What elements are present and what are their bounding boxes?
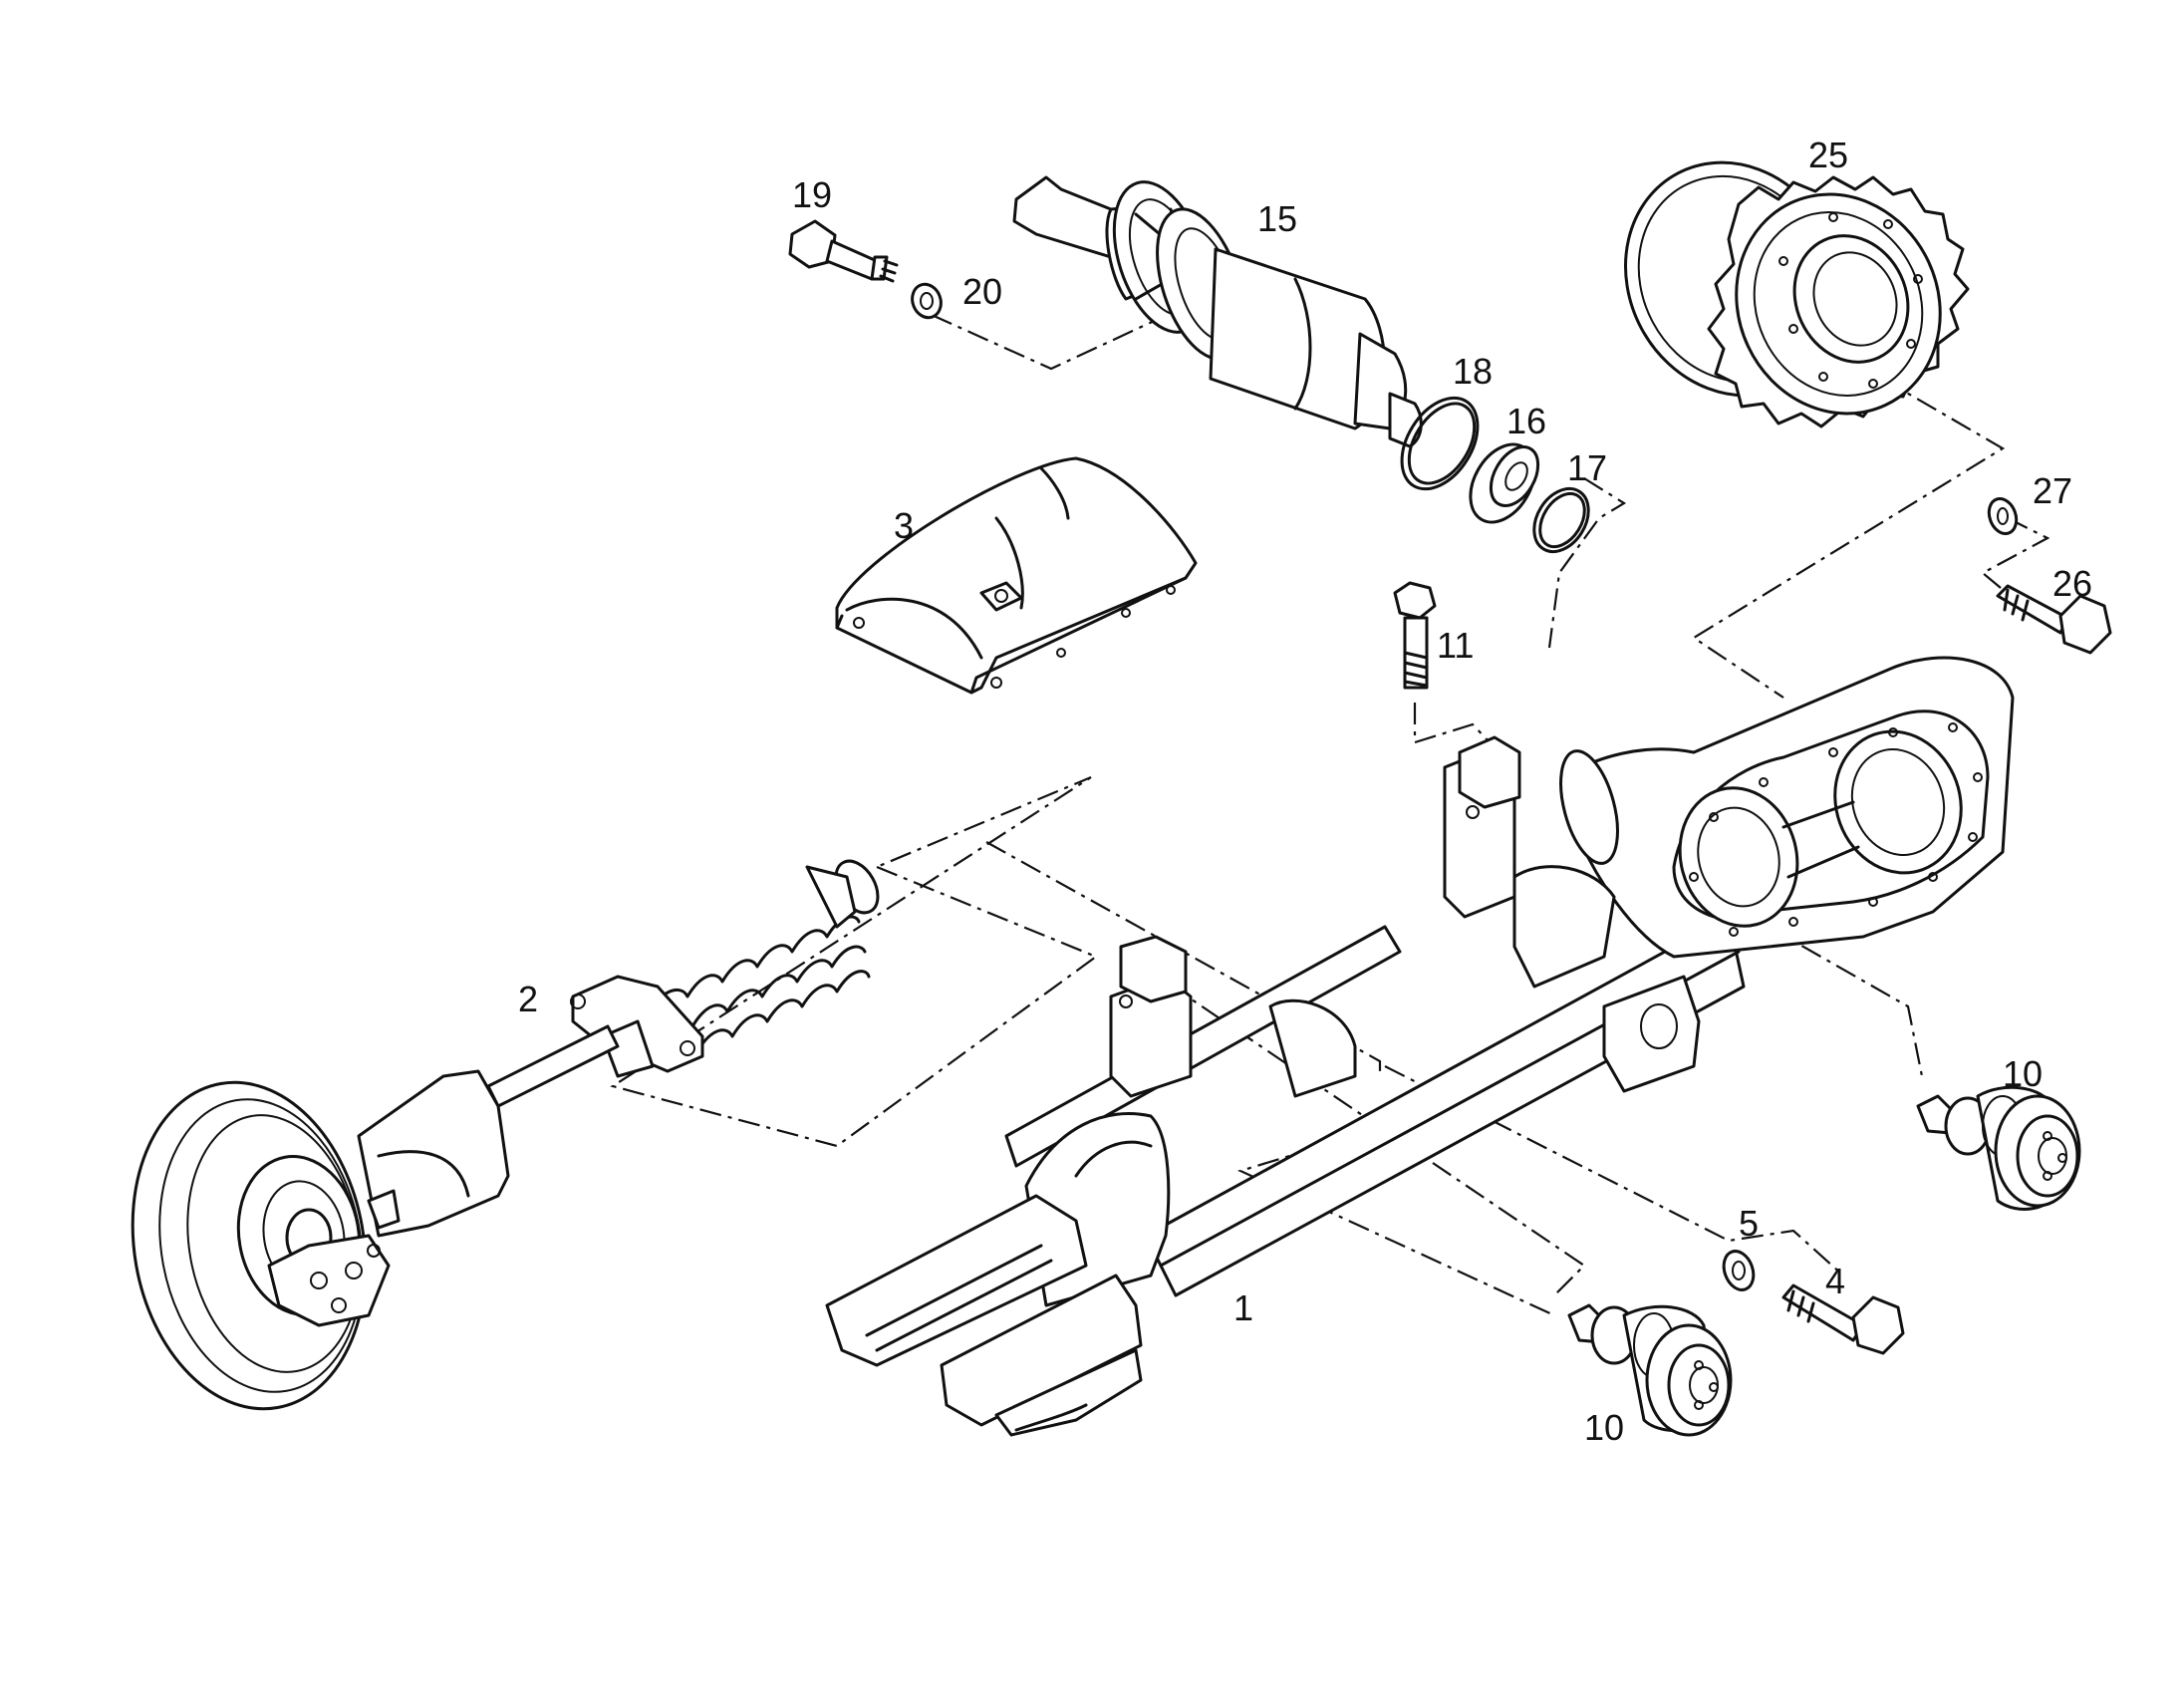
- cover-plate-3: 3: [835, 456, 1198, 695]
- o-ring-17: 17: [1532, 447, 1607, 554]
- final-drive-shaft-15: 15: [1012, 175, 1423, 448]
- label-15: 15: [1257, 198, 1297, 239]
- label-2: 2: [518, 979, 538, 1019]
- idler-recoil-assembly-2: 2: [131, 859, 880, 1411]
- track-roller-10-left: 10: [1567, 1303, 1733, 1448]
- bolt-19: 19: [788, 174, 899, 283]
- label-20: 20: [962, 271, 1002, 312]
- label-4: 4: [1825, 1261, 1845, 1301]
- washer-20: 20: [911, 271, 1002, 320]
- track-roller-10-right: 10: [1916, 1053, 2081, 1211]
- label-27: 27: [2033, 470, 2072, 511]
- label-26: 26: [2052, 563, 2092, 604]
- washer-27: 27: [1987, 470, 2072, 535]
- washer-5: 5: [1722, 1203, 1759, 1291]
- label-25: 25: [1808, 135, 1848, 175]
- bolt-4: 4: [1781, 1261, 1905, 1355]
- sprocket-25: 25: [1624, 135, 1970, 428]
- track-frame-1: 1: [825, 656, 2015, 1437]
- o-ring-18: 18: [1400, 351, 1493, 491]
- label-5: 5: [1739, 1203, 1759, 1244]
- label-17: 17: [1567, 447, 1607, 488]
- seal-16: 16: [1469, 401, 1546, 524]
- bolt-26: 26: [1996, 563, 2112, 655]
- label-18: 18: [1453, 351, 1493, 392]
- label-16: 16: [1506, 401, 1546, 441]
- label-11: 11: [1437, 625, 1474, 666]
- label-10-right: 10: [2003, 1053, 2043, 1094]
- label-19: 19: [792, 174, 832, 215]
- label-1: 1: [1233, 1287, 1253, 1328]
- bolt-11: 11: [1393, 581, 1474, 690]
- label-10-left: 10: [1584, 1407, 1624, 1448]
- label-3: 3: [894, 505, 914, 546]
